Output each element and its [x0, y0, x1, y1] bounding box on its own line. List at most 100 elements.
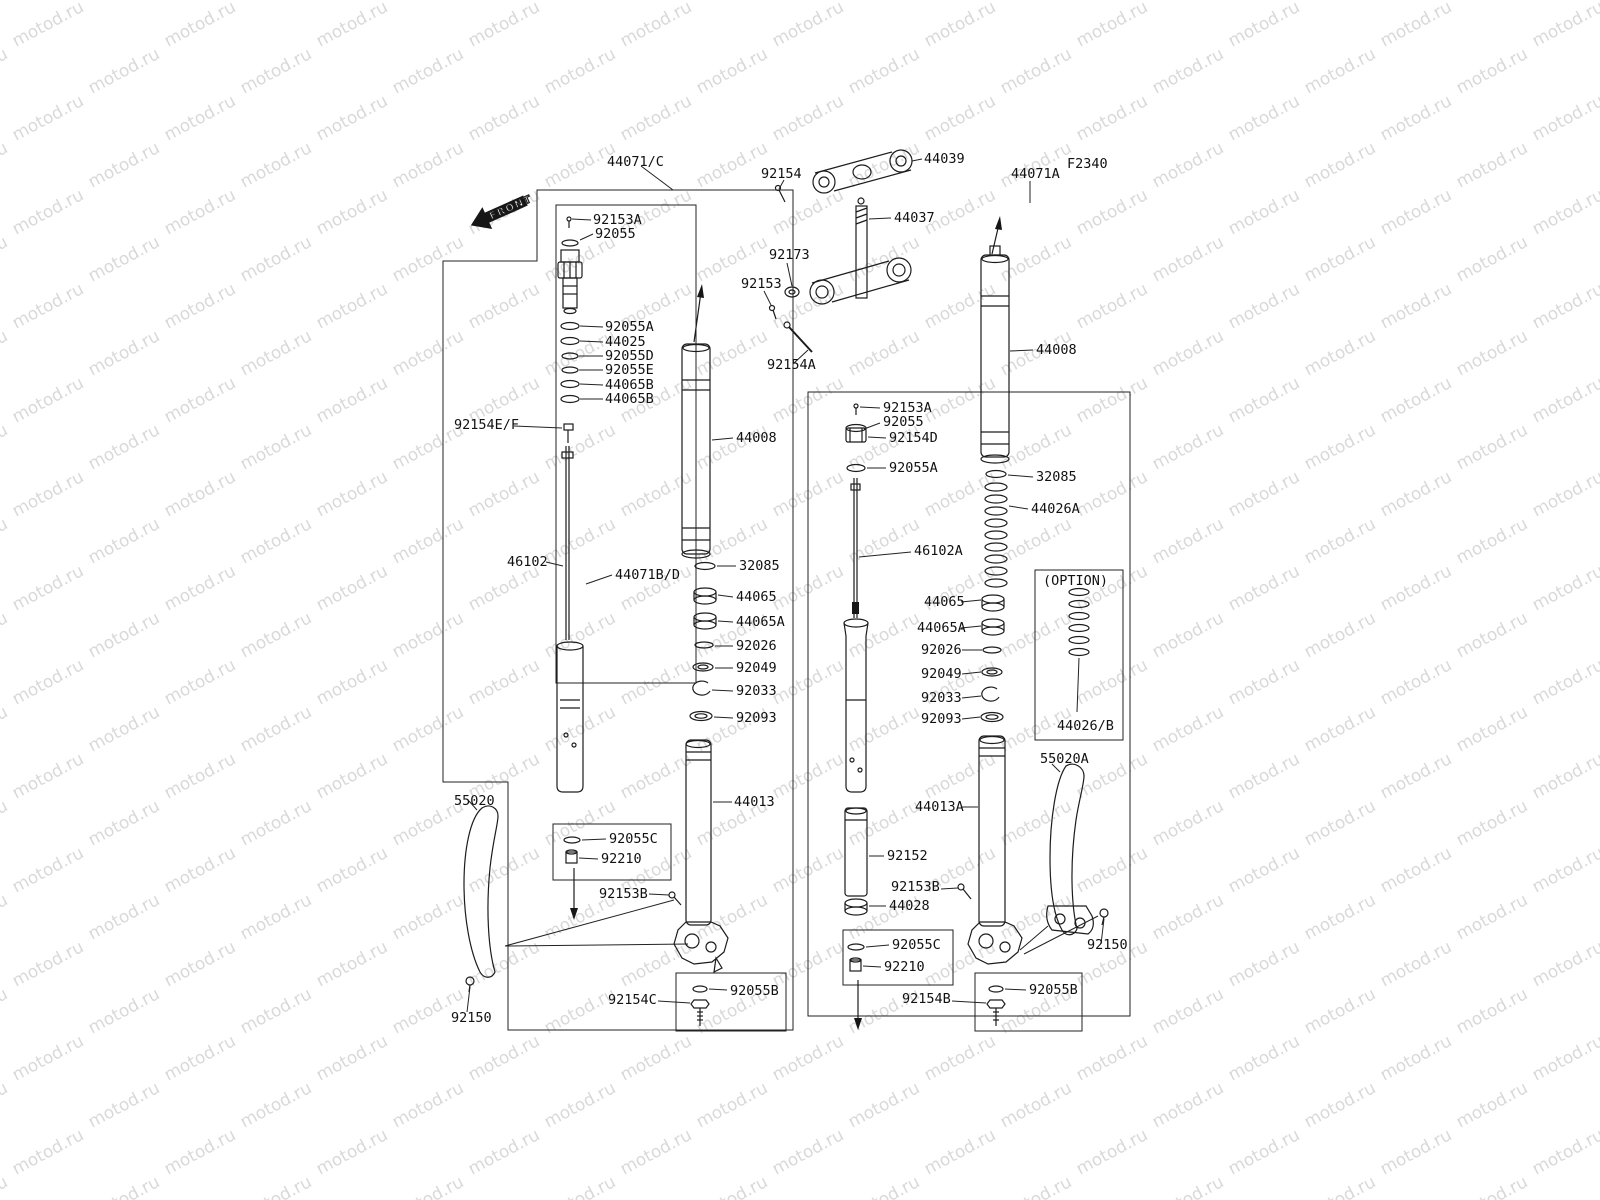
pointer-needle-left — [693, 284, 704, 343]
part-bolt-92154c — [690, 999, 710, 1026]
label-44008-right: 44008 — [1036, 342, 1077, 358]
svg-text:motod.ru: motod.ru — [9, 1031, 87, 1085]
svg-text:motod.ru: motod.ru — [465, 91, 543, 145]
svg-text:motod.ru: motod.ru — [9, 91, 87, 145]
svg-text:motod.ru: motod.ru — [1453, 0, 1531, 4]
label-44013a: 44013A — [915, 799, 964, 815]
svg-text:motod.ru: motod.ru — [1301, 514, 1379, 568]
svg-text:motod.ru: motod.ru — [693, 1078, 771, 1132]
svg-text:motod.ru: motod.ru — [9, 279, 87, 333]
svg-text:motod.ru: motod.ru — [85, 420, 163, 474]
svg-text:motod.ru: motod.ru — [845, 702, 923, 756]
svg-text:motod.ru: motod.ru — [1149, 138, 1227, 192]
label-44025: 44025 — [605, 334, 646, 350]
svg-text:motod.ru: motod.ru — [541, 1078, 619, 1132]
svg-text:motod.ru: motod.ru — [1149, 608, 1227, 662]
svg-text:motod.ru: motod.ru — [845, 1172, 923, 1200]
svg-text:motod.ru: motod.ru — [541, 1172, 619, 1200]
part-fork-guard-55020 — [463, 805, 499, 978]
svg-text:motod.ru: motod.ru — [161, 185, 239, 239]
svg-text:motod.ru: motod.ru — [1149, 1078, 1227, 1132]
label-92154ef: 92154E/F — [454, 417, 519, 433]
svg-text:motod.ru: motod.ru — [1225, 937, 1303, 991]
part-oil-seal-92049-right — [981, 667, 1003, 677]
svg-text:motod.ru: motod.ru — [465, 1031, 543, 1085]
svg-text:motod.ru: motod.ru — [541, 608, 619, 662]
svg-text:motod.ru: motod.ru — [9, 1125, 87, 1179]
part-spring-44026a — [984, 482, 1008, 588]
svg-text:motod.ru: motod.ru — [9, 749, 87, 803]
svg-text:motod.ru: motod.ru — [1453, 608, 1531, 662]
svg-text:motod.ru: motod.ru — [9, 467, 87, 521]
svg-text:motod.ru: motod.ru — [1301, 232, 1379, 286]
svg-text:motod.ru: motod.ru — [541, 420, 619, 474]
svg-text:motod.ru: motod.ru — [1073, 1031, 1151, 1085]
label-92093-left: 92093 — [736, 710, 777, 726]
svg-text:motod.ru: motod.ru — [1301, 702, 1379, 756]
part-inner-tube-44013-left — [685, 739, 712, 926]
part-bolt-92154-top — [774, 184, 786, 203]
svg-text:motod.ru: motod.ru — [1453, 44, 1531, 98]
label-92033-right: 92033 — [921, 690, 962, 706]
svg-text:motod.ru: motod.ru — [1529, 1031, 1600, 1085]
svg-text:motod.ru: motod.ru — [161, 561, 239, 615]
svg-text:motod.ru: motod.ru — [85, 702, 163, 756]
svg-text:motod.ru: motod.ru — [1377, 373, 1455, 427]
svg-text:motod.ru: motod.ru — [389, 1078, 467, 1132]
part-spring-44026b-option — [1068, 587, 1090, 657]
svg-text:motod.ru: motod.ru — [1225, 843, 1303, 897]
right-seal-box — [842, 929, 954, 986]
part-ring-32085-left — [694, 561, 716, 571]
label-44065b-1: 44065B — [605, 377, 654, 393]
label-92210-right: 92210 — [884, 959, 925, 975]
svg-text:motod.ru: motod.ru — [1377, 749, 1455, 803]
label-92153a-left: 92153A — [593, 212, 642, 228]
svg-text:motod.ru: motod.ru — [693, 326, 771, 380]
svg-text:motod.ru: motod.ru — [1225, 1125, 1303, 1179]
part-cylinder-unit-44071bd — [556, 641, 584, 793]
label-92033-left: 92033 — [736, 683, 777, 699]
svg-text:motod.ru: motod.ru — [237, 608, 315, 662]
svg-text:motod.ru: motod.ru — [1453, 232, 1531, 286]
svg-text:motod.ru: motod.ru — [1073, 1125, 1151, 1179]
svg-text:motod.ru: motod.ru — [1377, 1031, 1455, 1085]
label-92154a: 92154A — [767, 357, 816, 373]
svg-text:motod.ru: motod.ru — [1225, 561, 1303, 615]
svg-text:motod.ru: motod.ru — [541, 702, 619, 756]
svg-text:motod.ru: motod.ru — [997, 0, 1075, 4]
label-92210-left: 92210 — [601, 851, 642, 867]
svg-text:motod.ru: motod.ru — [161, 749, 239, 803]
part-outer-tube-44008-left — [681, 343, 711, 559]
svg-text:motod.ru: motod.ru — [237, 0, 315, 4]
svg-text:motod.ru: motod.ru — [845, 44, 923, 98]
svg-text:motod.ru: motod.ru — [313, 655, 391, 709]
svg-text:motod.ru: motod.ru — [1225, 467, 1303, 521]
svg-text:motod.ru: motod.ru — [1529, 91, 1600, 145]
svg-text:motod.ru: motod.ru — [693, 1172, 771, 1200]
svg-text:motod.ru: motod.ru — [1225, 185, 1303, 239]
part-washer-92055b-left — [692, 985, 708, 993]
svg-text:motod.ru: motod.ru — [617, 1125, 695, 1179]
svg-text:motod.ru: motod.ru — [237, 1078, 315, 1132]
svg-text:motod.ru: motod.ru — [0, 326, 11, 380]
part-circlip-92033-left — [692, 680, 711, 696]
label-92173: 92173 — [769, 247, 810, 263]
label-92154b: 92154B — [902, 991, 951, 1007]
label-92153a-right: 92153A — [883, 400, 932, 416]
svg-text:motod.ru: motod.ru — [1453, 514, 1531, 568]
part-dust-seal-92093-right — [980, 711, 1004, 723]
svg-text:motod.ru: motod.ru — [161, 843, 239, 897]
svg-text:motod.ru: motod.ru — [85, 1078, 163, 1132]
label-92152: 92152 — [887, 848, 928, 864]
svg-text:motod.ru: motod.ru — [1377, 561, 1455, 615]
svg-text:motod.ru: motod.ru — [0, 608, 11, 662]
svg-text:motod.ru: motod.ru — [313, 0, 391, 51]
label-92154: 92154 — [761, 166, 802, 182]
svg-text:motod.ru: motod.ru — [161, 1031, 239, 1085]
label-44028: 44028 — [889, 898, 930, 914]
svg-text:motod.ru: motod.ru — [997, 1078, 1075, 1132]
svg-text:motod.ru: motod.ru — [161, 1125, 239, 1179]
svg-text:motod.ru: motod.ru — [617, 1031, 695, 1085]
svg-text:motod.ru: motod.ru — [85, 984, 163, 1038]
